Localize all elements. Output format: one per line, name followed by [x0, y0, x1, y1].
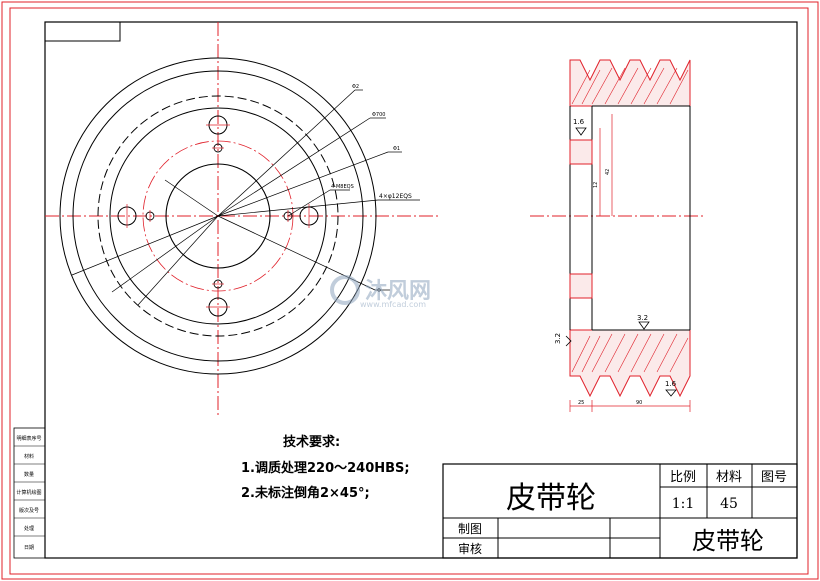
hub-circle — [165, 163, 271, 269]
side-table-cell: 日期 — [24, 545, 34, 551]
dim-diameter: Φ700 — [372, 112, 385, 118]
dim-height: 42 — [605, 169, 611, 175]
dim-width: 25 — [578, 400, 584, 406]
root-circle — [97, 95, 339, 337]
roughness-mark: 3.2 — [637, 314, 648, 322]
checked-by-label: 审核 — [458, 541, 482, 556]
section-view: 25 90 12 42 1.6 3.2 3.2 1.6 — [530, 59, 705, 412]
roughness-mark: 1.6 — [573, 118, 585, 126]
dim-diameter: Φ2 — [352, 84, 359, 90]
front-view: Φ2 Φ700 Φ1 Φ 4×φ12EQS 4-M8EQS — [45, 22, 440, 418]
drawing-title-bottom: 皮带轮 — [692, 527, 764, 555]
side-table-cell: 材料 — [24, 453, 34, 460]
outer-circle — [59, 57, 377, 375]
tech-requirement-item: 1.调质处理220～240HBS; — [241, 460, 410, 476]
dim-diameter: Φ — [377, 288, 381, 294]
drawn-by-label: 制图 — [458, 522, 482, 536]
watermark-brand: 沐风网 — [365, 279, 431, 304]
groove-circle — [72, 70, 364, 362]
tech-requirements: 技术要求: 1.调质处理220～240HBS; 2.未标注倒角2×45°; — [241, 434, 410, 501]
tech-requirement-item: 2.未标注倒角2×45°; — [241, 485, 370, 501]
material-label: 材料 — [716, 470, 742, 485]
lower-rim — [569, 329, 691, 398]
scale-label: 比例 — [670, 470, 696, 485]
inner-frame — [44, 21, 798, 559]
roughness-mark: 3.2 — [554, 333, 562, 344]
title-block: 皮带轮 比例 材料 图号 1:1 45 制图 审核 皮带轮 — [442, 463, 798, 559]
side-table-cell: 处理 — [24, 525, 34, 532]
side-table: 明细表序号 材料 数量 计算机绘图 版次及号 处理 日期 — [13, 427, 46, 559]
watermark-logo-icon — [330, 275, 360, 305]
drawing-title: 皮带轮 — [506, 481, 596, 516]
bolt-circle — [142, 140, 294, 292]
side-table-cell: 明细表序号 — [16, 435, 41, 442]
dim-width: 90 — [636, 400, 642, 406]
tech-requirements-heading: 技术要求: — [283, 434, 340, 450]
dim-diameter: Φ1 — [393, 146, 400, 152]
watermark: 沐风网 www.mfcad.com — [330, 275, 431, 309]
outer-border-2 — [9, 7, 809, 575]
corner-box — [44, 21, 121, 42]
drawing-no-label: 图号 — [761, 470, 787, 485]
web-circle — [109, 107, 327, 325]
watermark-url: www.mfcad.com — [360, 300, 426, 309]
hole-callout-small: 4-M8EQS — [331, 184, 354, 190]
scale-value: 1:1 — [672, 496, 695, 512]
roughness-mark: 1.6 — [665, 380, 677, 388]
dim-height: 12 — [593, 182, 599, 188]
side-table-cell: 版次及号 — [19, 507, 39, 514]
side-table-cell: 数量 — [24, 471, 34, 478]
side-table-cell: 计算机绘图 — [16, 489, 41, 496]
hole-callout: 4×φ12EQS — [379, 193, 412, 200]
material-value: 45 — [720, 496, 738, 512]
